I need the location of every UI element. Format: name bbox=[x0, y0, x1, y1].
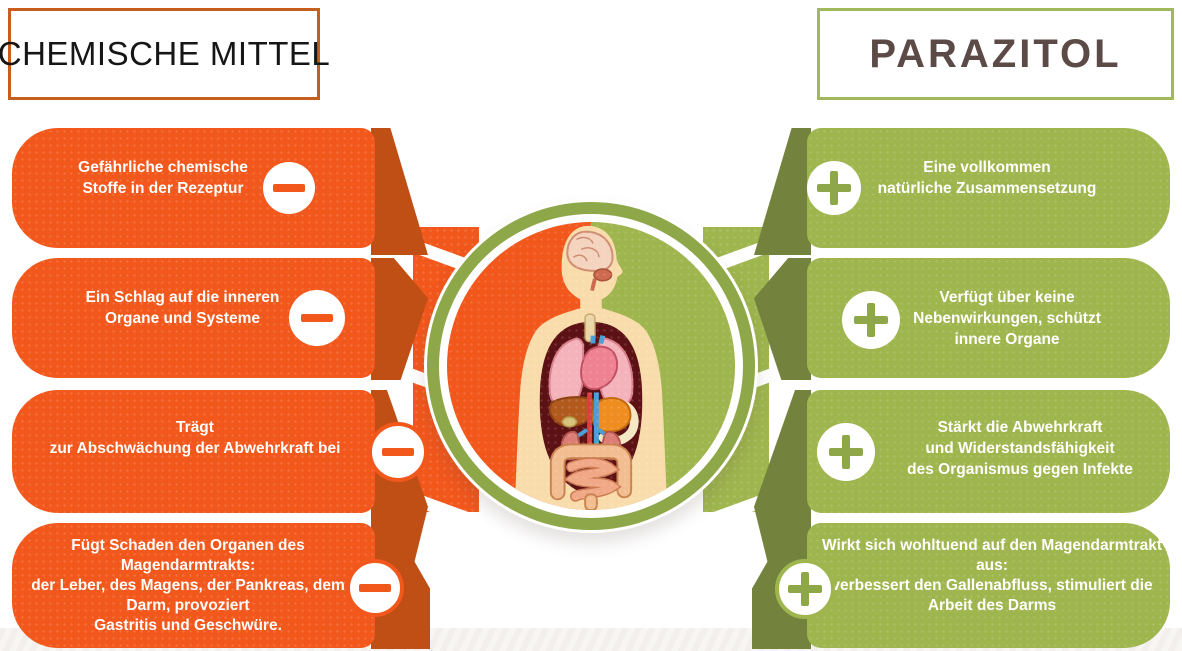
ribbon-fold bbox=[371, 128, 428, 255]
duodenum bbox=[598, 401, 639, 446]
left-bubble-4-text: Fügt Schaden den Organen des Magendarmtr… bbox=[31, 537, 345, 634]
body-silhouette bbox=[514, 225, 668, 510]
circle-green-ring bbox=[427, 202, 755, 530]
heart-vessels bbox=[590, 335, 606, 345]
vena-cava bbox=[593, 392, 599, 454]
brain-icon bbox=[566, 230, 614, 272]
small-intestine bbox=[565, 458, 620, 501]
right-title: PARAZITOL bbox=[869, 31, 1122, 76]
large-intestine-outline bbox=[549, 443, 633, 501]
ribbon-fold bbox=[754, 128, 811, 255]
minus-icon bbox=[289, 290, 345, 346]
human-anatomy-illustration bbox=[514, 225, 668, 510]
brainstem bbox=[590, 278, 597, 292]
rectum bbox=[584, 493, 598, 510]
right-bubble-1-text: Eine vollkommen natürliche Zusammensetzu… bbox=[877, 159, 1097, 197]
kidney-left bbox=[560, 430, 581, 461]
plus-icon bbox=[842, 291, 900, 349]
kidney-right bbox=[601, 430, 622, 461]
gallbladder bbox=[561, 416, 578, 428]
circle-white-ring bbox=[439, 214, 743, 518]
minus-icon bbox=[368, 422, 428, 482]
left-bubble-1 bbox=[12, 128, 375, 248]
plus-icon bbox=[775, 559, 835, 619]
liver bbox=[548, 396, 602, 427]
left-bubble-3-text: Trägt zur Abschwächung der Abwehrkraft b… bbox=[49, 419, 341, 457]
heart-icon bbox=[580, 345, 619, 391]
plus-icon bbox=[807, 161, 861, 215]
left-title: CHEMISCHE MITTEL bbox=[0, 35, 331, 72]
small-intestine-outline bbox=[563, 457, 622, 502]
minus-icon bbox=[346, 559, 404, 617]
right-bubble-4 bbox=[807, 523, 1170, 648]
torso-cavity bbox=[539, 321, 643, 497]
trachea bbox=[584, 313, 596, 343]
left-bubble-3 bbox=[12, 390, 375, 513]
large-intestine bbox=[551, 445, 631, 499]
minus-icon bbox=[263, 162, 315, 214]
right-bubble-3-text: Stärkt die Abwehrkraft und Widerstandsfä… bbox=[907, 419, 1133, 478]
plus-icon bbox=[817, 423, 875, 481]
left-title-box: CHEMISCHE MITTEL bbox=[0, 8, 330, 100]
circle-core bbox=[447, 222, 735, 510]
right-bubble-1 bbox=[807, 128, 1170, 248]
right-bubble-4-text: Wirkt sich wohltuend auf den Magendarmtr… bbox=[821, 537, 1163, 614]
lung-left bbox=[548, 337, 585, 408]
lung-right bbox=[597, 337, 634, 408]
aorta bbox=[587, 392, 592, 454]
cerebellum bbox=[593, 268, 613, 282]
left-bubble-1-text: Gefährliche chemische Stoffe in der Reze… bbox=[78, 159, 248, 197]
stomach bbox=[591, 397, 632, 433]
right-bubble-2-text: Verfügt über keine Nebenwirkungen, schüt… bbox=[913, 289, 1101, 348]
right-title-box: PARAZITOL bbox=[817, 8, 1174, 100]
renal-vessels bbox=[574, 428, 610, 440]
center-circle bbox=[424, 199, 758, 533]
left-bubble-2-text: Ein Schlag auf die inneren Organe und Sy… bbox=[85, 289, 280, 327]
left-bubble-4 bbox=[12, 523, 375, 648]
brain-folds bbox=[572, 236, 600, 262]
